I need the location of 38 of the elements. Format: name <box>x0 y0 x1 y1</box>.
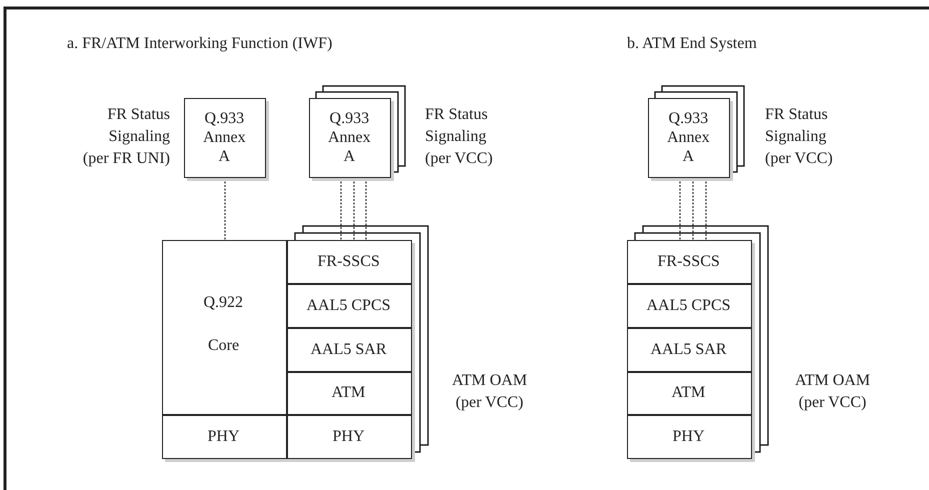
layer-label: PHY <box>672 426 705 446</box>
protocol-box <box>184 98 266 178</box>
layer-label: AAL5 CPCS <box>306 296 391 314</box>
protocol-box <box>286 414 412 458</box>
annotation-text: FR Status Signaling (per FR UNI) <box>82 105 170 169</box>
annotation-text: FR Status Signaling (per VCC) <box>425 105 494 169</box>
layer-label: AAL5 SAR <box>310 340 387 358</box>
annotation-text: ATM OAM (per VCC) <box>450 371 528 413</box>
layer-label: AAL5 SAR <box>650 340 727 358</box>
protocol-stack-box <box>627 240 752 459</box>
protocol-box <box>162 414 286 458</box>
protocol-box <box>286 328 412 372</box>
panel-title: b. ATM End System <box>627 34 757 54</box>
protocol-box <box>286 372 412 414</box>
layer-label: ATM <box>332 383 366 402</box>
protocol-box <box>626 284 752 328</box>
annotation-text: ATM OAM (per VCC) <box>794 371 872 413</box>
layer-label: Q.933 Annex A <box>328 109 371 166</box>
layer-label: ATM <box>672 383 706 402</box>
layer-label: Q.933 Annex A <box>667 109 710 166</box>
protocol-stack-box <box>162 240 412 459</box>
layer-label: FR-SSCS <box>318 252 380 270</box>
protocol-box <box>626 372 752 414</box>
protocol-box <box>162 240 286 414</box>
layer-label: PHY <box>208 426 240 446</box>
layer-label: AAL5 CPCS <box>646 296 731 314</box>
layer-label: FR-SSCS <box>658 252 720 270</box>
layer-label: PHY <box>332 426 365 446</box>
annotation-text: FR Status Signaling (per VCC) <box>765 105 834 169</box>
panel-title: a. FR/ATM Interworking Function (IWF) <box>67 34 332 54</box>
protocol-box <box>626 328 752 372</box>
protocol-box <box>309 98 391 178</box>
layer-label: Q.922 <box>204 292 244 312</box>
protocol-box <box>286 240 412 284</box>
protocol-box <box>648 98 730 178</box>
layer-label: Q.933 Annex A <box>203 109 246 166</box>
protocol-box <box>286 284 412 328</box>
layer-label: Core <box>208 336 240 355</box>
